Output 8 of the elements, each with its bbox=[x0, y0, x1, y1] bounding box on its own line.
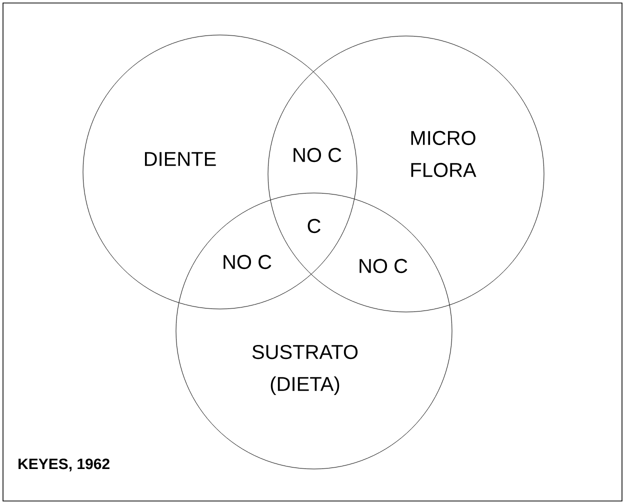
region-label: NO C bbox=[224, 254, 272, 270]
source-note: KEYES, 1962 bbox=[18, 458, 110, 472]
region-label: NO C bbox=[360, 258, 408, 274]
region-label: NO C bbox=[294, 148, 342, 162]
circle-label: MICRO FLORA bbox=[411, 130, 476, 178]
circle-label: DIENTE bbox=[144, 152, 216, 166]
circle-label: SUSTRATO (DIETA) bbox=[252, 344, 358, 396]
region-label: C bbox=[308, 218, 320, 234]
